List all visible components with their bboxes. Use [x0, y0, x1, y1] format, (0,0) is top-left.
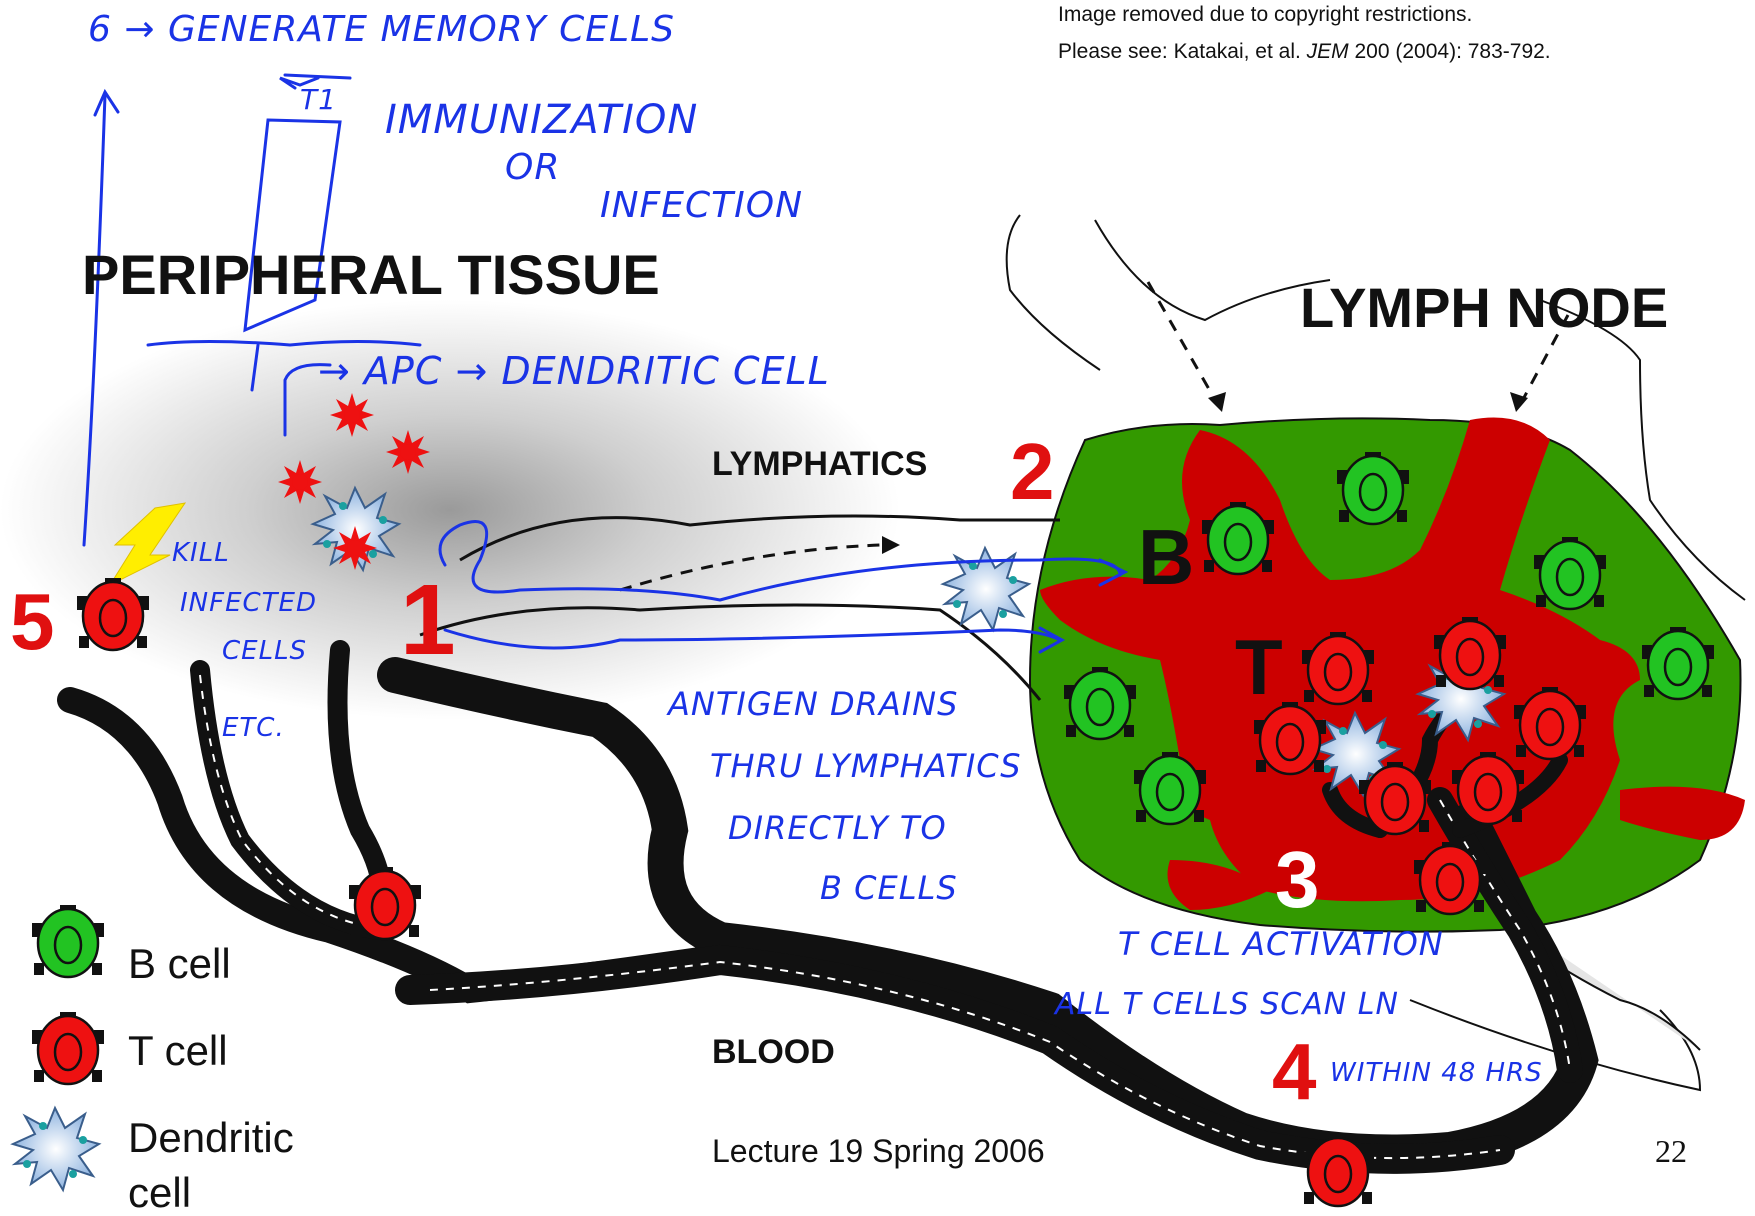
annotation-antigen-1: ANTIGEN DRAINS	[668, 688, 958, 720]
legend-dendritic-label-line2: cell	[128, 1172, 191, 1214]
lecture-footer: Lecture 19 Spring 2006	[712, 1135, 1045, 1167]
legend-dendritic-label-line1: Dendritic	[128, 1117, 294, 1159]
step-3: 3	[1275, 840, 1320, 920]
citation-authors: Please see: Katakai, et al.	[1058, 40, 1307, 63]
annotation-within-48hrs: WITHIN 48 HRS	[1330, 1060, 1543, 1086]
page-number: 22	[1655, 1135, 1687, 1167]
antigen-star-icon	[333, 526, 377, 570]
annotation-antigen-2: THRU LYMPHATICS	[710, 750, 1022, 782]
legend-b-cell-label: B cell	[128, 943, 231, 985]
step-4: 4	[1272, 1032, 1317, 1112]
annotation-kill-3: CELLS	[222, 638, 307, 664]
annotation-etc: ETC.	[222, 715, 285, 741]
annotation-scan-ln: ALL T CELLS SCAN LN	[1055, 990, 1399, 1020]
antigen-star-icon	[278, 460, 322, 504]
annotation-apc-dendritic: → APC → DENDRITIC CELL	[318, 352, 830, 390]
afferent-arrow-left	[1148, 282, 1218, 405]
t-zone-label: T	[1235, 628, 1283, 706]
copyright-note-line2: Please see: Katakai, et al. JEM 200 (200…	[1058, 41, 1551, 62]
annotation-tcell-activation: T CELL ACTIVATION	[1118, 928, 1444, 960]
citation-journal: JEM	[1307, 40, 1349, 63]
annotation-antigen-3: DIRECTLY TO	[728, 812, 947, 844]
step-1: 1	[400, 570, 456, 670]
legend-t-cell-icon	[32, 1012, 104, 1084]
lymph-node-capsule-top	[1095, 220, 1330, 320]
blood-label: BLOOD	[712, 1035, 835, 1069]
citation-volume: 200 (2004): 783-792.	[1349, 40, 1551, 63]
annotation-immunization: IMMUNIZATION	[385, 100, 698, 140]
lymph-node-title: LYMPH NODE	[1300, 280, 1668, 336]
b-zone-label: B	[1138, 518, 1194, 596]
lymphatics-label: LYMPHATICS	[712, 447, 927, 481]
legend-b-cell-icon	[32, 905, 104, 977]
annotation-antigen-4: B CELLS	[820, 872, 958, 904]
annotation-t1: T1	[300, 86, 337, 114]
step-5: 5	[10, 582, 55, 662]
legend-t-cell-label: T cell	[128, 1030, 228, 1072]
capsule-left-line	[1007, 215, 1100, 370]
annotation-infection: INFECTION	[600, 188, 803, 224]
step-2: 2	[1010, 432, 1055, 512]
t-cell-icon	[349, 867, 421, 939]
legend-dendritic-cell-icon	[13, 1108, 99, 1190]
peripheral-tissue-title: PERIPHERAL TISSUE	[82, 247, 660, 303]
copyright-note-line1: Image removed due to copyright restricti…	[1058, 4, 1472, 25]
annotation-kill-2: INFECTED	[180, 590, 317, 616]
annotation-kill-1: KILL	[172, 540, 230, 566]
annotation-or: OR	[505, 150, 560, 186]
annotation-generate-memory: 6 → GENERATE MEMORY CELLS	[88, 12, 675, 48]
antigen-star-icon	[330, 393, 374, 437]
antigen-star-icon	[386, 430, 430, 474]
